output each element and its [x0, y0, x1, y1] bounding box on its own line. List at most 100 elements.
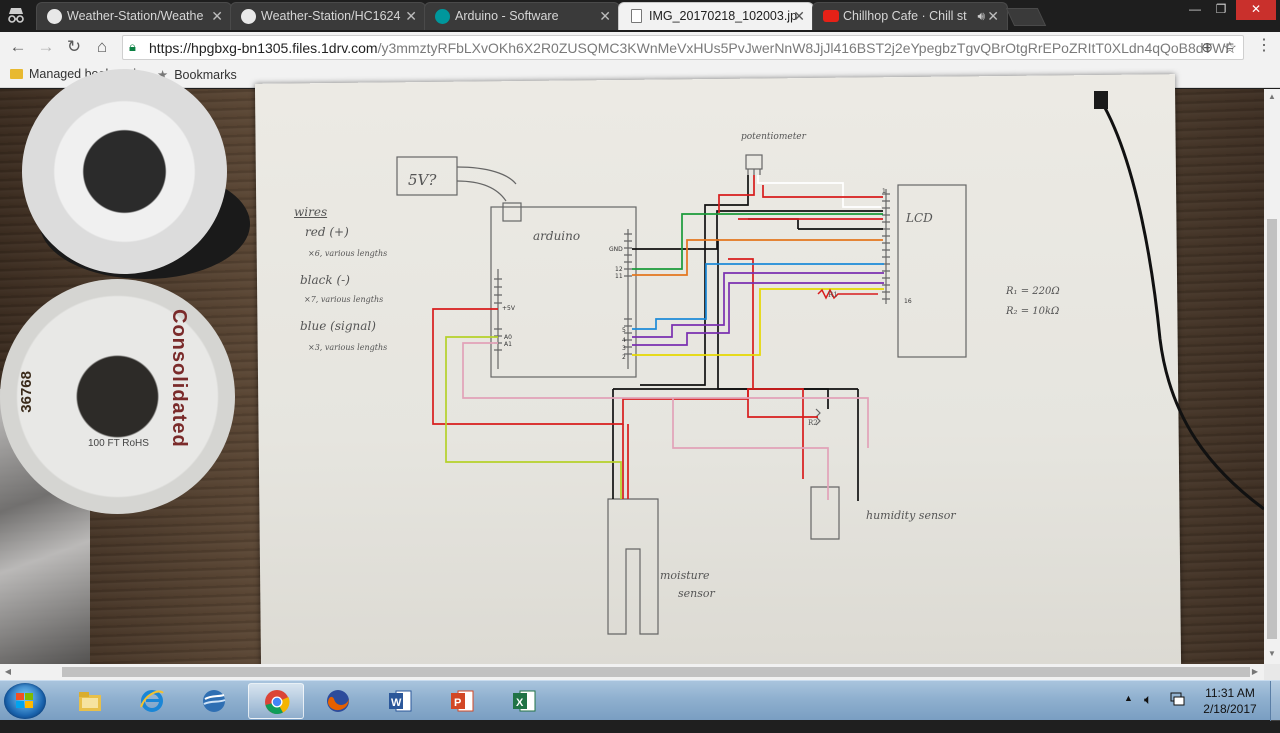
humidity-label: humidity sensor — [866, 509, 956, 522]
tab-label: Chillhop Cafe · Chill st — [843, 9, 967, 23]
menu-icon[interactable]: ⋮ — [1256, 37, 1272, 54]
potentiometer-label: potentiometer — [741, 132, 807, 142]
wire-pink-2 — [673, 397, 869, 448]
tab-weather-station-1[interactable]: Weather-Station/Weathe ✕ — [36, 2, 232, 30]
image-viewport: Consolidated 36768 100 FT RoHS — [0, 69, 1265, 674]
home-button[interactable]: ⌂ — [96, 37, 108, 56]
scroll-left-icon[interactable]: ◀ — [4, 667, 12, 676]
forward-button[interactable]: → — [37, 37, 55, 56]
close-icon[interactable]: ✕ — [211, 8, 223, 24]
zoom-icon[interactable]: ⊕ — [1201, 39, 1213, 55]
url-scheme: https:// — [149, 40, 192, 56]
spool-brand-text: Consolidated — [168, 309, 190, 448]
url-text[interactable]: https://hpgbxg-bn1305.files.1drv.com/y3m… — [149, 40, 1234, 56]
reload-button[interactable]: ↻ — [66, 37, 82, 56]
tray-expand-icon[interactable]: ▲ — [1124, 693, 1133, 703]
taskbar-word[interactable]: W — [372, 683, 428, 719]
wires-blue-sub: ×3, various lengths — [308, 343, 388, 352]
usb-cable — [1094, 91, 1265, 511]
url-path: /y3mmztyRFbLXvOKh6X2R0ZUSQMC3KWnMeVxHUs5… — [377, 40, 1234, 56]
lcd-pin-16: 16 — [904, 298, 912, 305]
volume-icon[interactable]: 🔈︎ — [1144, 691, 1153, 707]
close-icon[interactable]: ✕ — [793, 8, 805, 24]
folder-icon — [79, 692, 101, 711]
moisture-sensor — [607, 498, 659, 635]
wires-red-sub: ×6, various lengths — [308, 249, 388, 258]
network-icon[interactable] — [1170, 691, 1186, 731]
pin-5v: +5V — [502, 305, 516, 312]
pin-4: 4 — [622, 337, 626, 344]
wire-black-4 — [748, 218, 883, 230]
youtube-icon — [823, 10, 839, 22]
wire-red-moist — [622, 424, 629, 499]
address-bar[interactable]: 🔒︎ https://hpgbxg-bn1305.files.1drv.com/… — [122, 35, 1244, 60]
scroll-corner — [1264, 664, 1280, 680]
tab-image[interactable]: IMG_20170218_102003.jp ✕ — [618, 2, 814, 30]
lock-icon[interactable]: 🔒︎ — [129, 39, 136, 54]
system-clock[interactable]: 11:31 AM 2/18/2017 — [1196, 685, 1264, 717]
wire-white — [757, 175, 881, 208]
pin-2: 2 — [622, 354, 626, 361]
browser-tabstrip: Weather-Station/Weathe ✕ Weather-Station… — [0, 0, 1280, 32]
minimize-button[interactable]: — — [1189, 2, 1201, 16]
close-icon[interactable]: ✕ — [599, 8, 611, 24]
tab-chillhop[interactable]: Chillhop Cafe · Chill st 🔊︎ ✕ — [812, 2, 1008, 30]
bookmark-star-icon[interactable]: ☆ — [1222, 40, 1237, 57]
arduino-label: arduino — [533, 229, 580, 243]
restore-button[interactable]: ❐ — [1215, 2, 1227, 16]
wire-red-lcd — [762, 185, 883, 198]
taskbar-powerpoint[interactable]: P — [434, 683, 490, 719]
taskbar-ie[interactable] — [124, 683, 180, 719]
vertical-scrollbar[interactable]: ▲ ▼ — [1264, 89, 1280, 664]
word-icon: W — [389, 690, 412, 712]
scroll-up-icon[interactable]: ▲ — [1268, 92, 1276, 101]
close-icon[interactable]: ✕ — [987, 8, 999, 24]
lcd-module — [897, 184, 967, 358]
github-icon — [241, 9, 256, 24]
taskbar-explorer[interactable] — [62, 683, 118, 719]
wire-red-5v — [432, 308, 804, 479]
scroll-down-icon[interactable]: ▼ — [1268, 649, 1276, 658]
wire-purple-2 — [632, 282, 884, 346]
spool-length-text: 100 FT RoHS — [88, 438, 149, 449]
wire-black-gnd — [632, 210, 883, 250]
horizontal-scroll-thumb[interactable] — [62, 667, 1250, 677]
bookmark-bookmarks[interactable]: ★ Bookmarks — [157, 67, 237, 82]
speaker-icon[interactable]: 🔊︎ — [977, 9, 985, 23]
taskbar-chrome[interactable] — [248, 683, 304, 719]
r2-value: R₂ = 10kΩ — [1005, 306, 1059, 317]
close-window-button[interactable]: ✕ — [1236, 0, 1276, 20]
taskbar-google-earth[interactable] — [186, 683, 242, 719]
tab-arduino-software[interactable]: Arduino - Software ✕ — [424, 2, 620, 30]
new-tab-button[interactable] — [1005, 8, 1047, 26]
ie-icon — [140, 690, 164, 712]
lcd-label: LCD — [905, 211, 933, 225]
show-desktop-button[interactable] — [1270, 681, 1280, 721]
taskbar-excel[interactable]: X — [496, 683, 552, 719]
back-button[interactable]: ← — [9, 37, 27, 56]
start-button[interactable] — [4, 683, 46, 719]
close-icon[interactable]: ✕ — [405, 8, 417, 24]
star-icon: ★ — [157, 68, 169, 82]
wire-spool-blue — [0, 279, 235, 514]
pin-11: 11 — [615, 273, 623, 280]
folder-icon — [10, 69, 23, 79]
firefox-icon — [327, 690, 349, 712]
power-cable — [456, 166, 517, 185]
bookmark-label: Bookmarks — [174, 68, 237, 82]
windows-taskbar: W P X ▲ 🔈︎ 11:31 AM 2/18/2017 — [0, 680, 1280, 721]
tab-weather-station-2[interactable]: Weather-Station/HC1624 ✕ — [230, 2, 426, 30]
wires-title: wires — [294, 205, 328, 219]
vertical-scroll-thumb[interactable] — [1267, 219, 1277, 639]
wire-pink-1 — [462, 342, 829, 500]
wire-red-pot — [718, 175, 755, 213]
horizontal-scrollbar[interactable]: ◀ ▶ — [0, 664, 1264, 680]
scroll-right-icon[interactable]: ▶ — [1251, 667, 1259, 676]
power-label: 5V? — [408, 171, 437, 189]
chrome-icon — [265, 690, 290, 715]
arduino-icon — [435, 9, 450, 24]
incognito-icon — [6, 6, 26, 26]
taskbar-firefox[interactable] — [310, 683, 366, 719]
pin-3: 3 — [622, 345, 626, 352]
clock-date: 2/18/2017 — [1203, 702, 1257, 716]
